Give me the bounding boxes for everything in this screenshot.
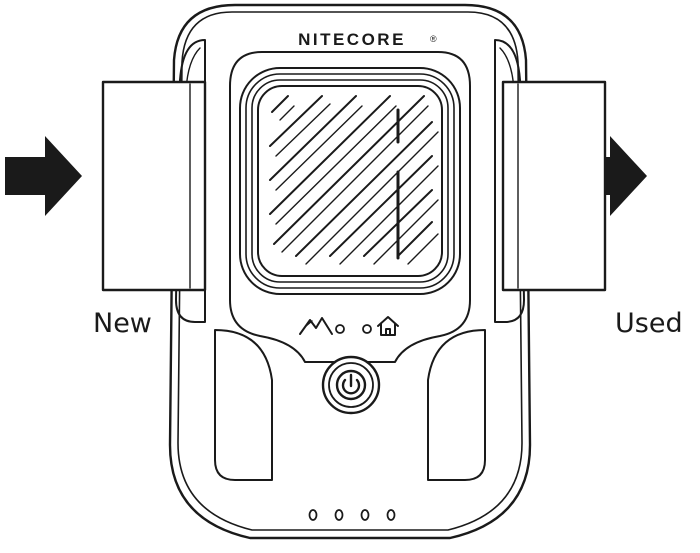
power-button[interactable] <box>323 357 379 413</box>
face-plate <box>230 52 470 362</box>
brand-logo: NITECORE <box>298 30 406 49</box>
label-used: Used <box>615 310 683 337</box>
label-new: New <box>93 310 152 337</box>
registered-mark: ® <box>430 34 437 44</box>
arrow-right-icon <box>5 136 82 216</box>
